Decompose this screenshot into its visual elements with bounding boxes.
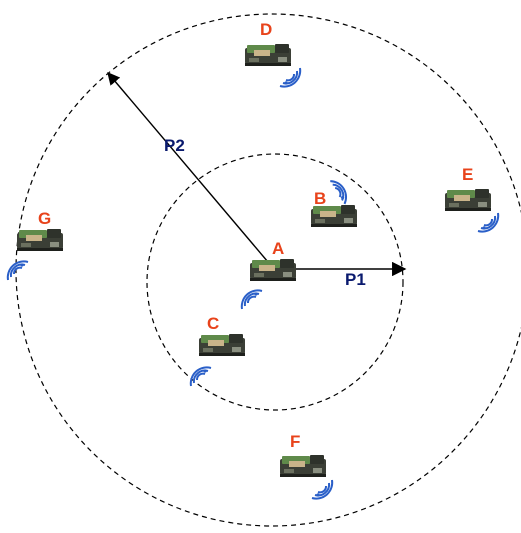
node-a: A [240,239,296,310]
arrow-label-p1: P1 [345,270,366,289]
wifi-signal-icon [279,67,302,88]
sensor-mote-icon [17,229,63,251]
sensor-mote-icon [445,189,491,211]
sensor-mote-icon [280,455,326,477]
arrow-label-p2: P2 [164,136,185,155]
inner-range-circle [146,153,404,411]
node-label-a: A [272,239,284,258]
wifi-signal-icon [325,179,350,206]
node-f: F [280,432,334,500]
node-label-c: C [207,314,219,333]
sensor-mote-icon [250,259,296,281]
arrow-p2 [107,72,269,263]
node-c: C [189,314,245,387]
sensor-mote-icon [199,334,245,356]
node-label-g: G [38,209,51,228]
node-label-b: B [314,189,326,208]
wifi-signal-icon [240,289,263,310]
node-d: D [245,20,302,88]
node-b: B [311,179,357,227]
node-e: E [445,165,500,233]
node-label-f: F [290,432,300,451]
wifi-signal-icon [311,479,334,500]
wifi-signal-icon [189,366,212,387]
node-g: G [6,209,63,281]
wifi-signal-icon [477,212,500,233]
sensor-mote-icon [245,44,291,66]
node-label-e: E [462,165,473,184]
wifi-signal-icon [6,260,29,281]
sensor-mote-icon [311,205,357,227]
node-label-d: D [260,20,272,39]
